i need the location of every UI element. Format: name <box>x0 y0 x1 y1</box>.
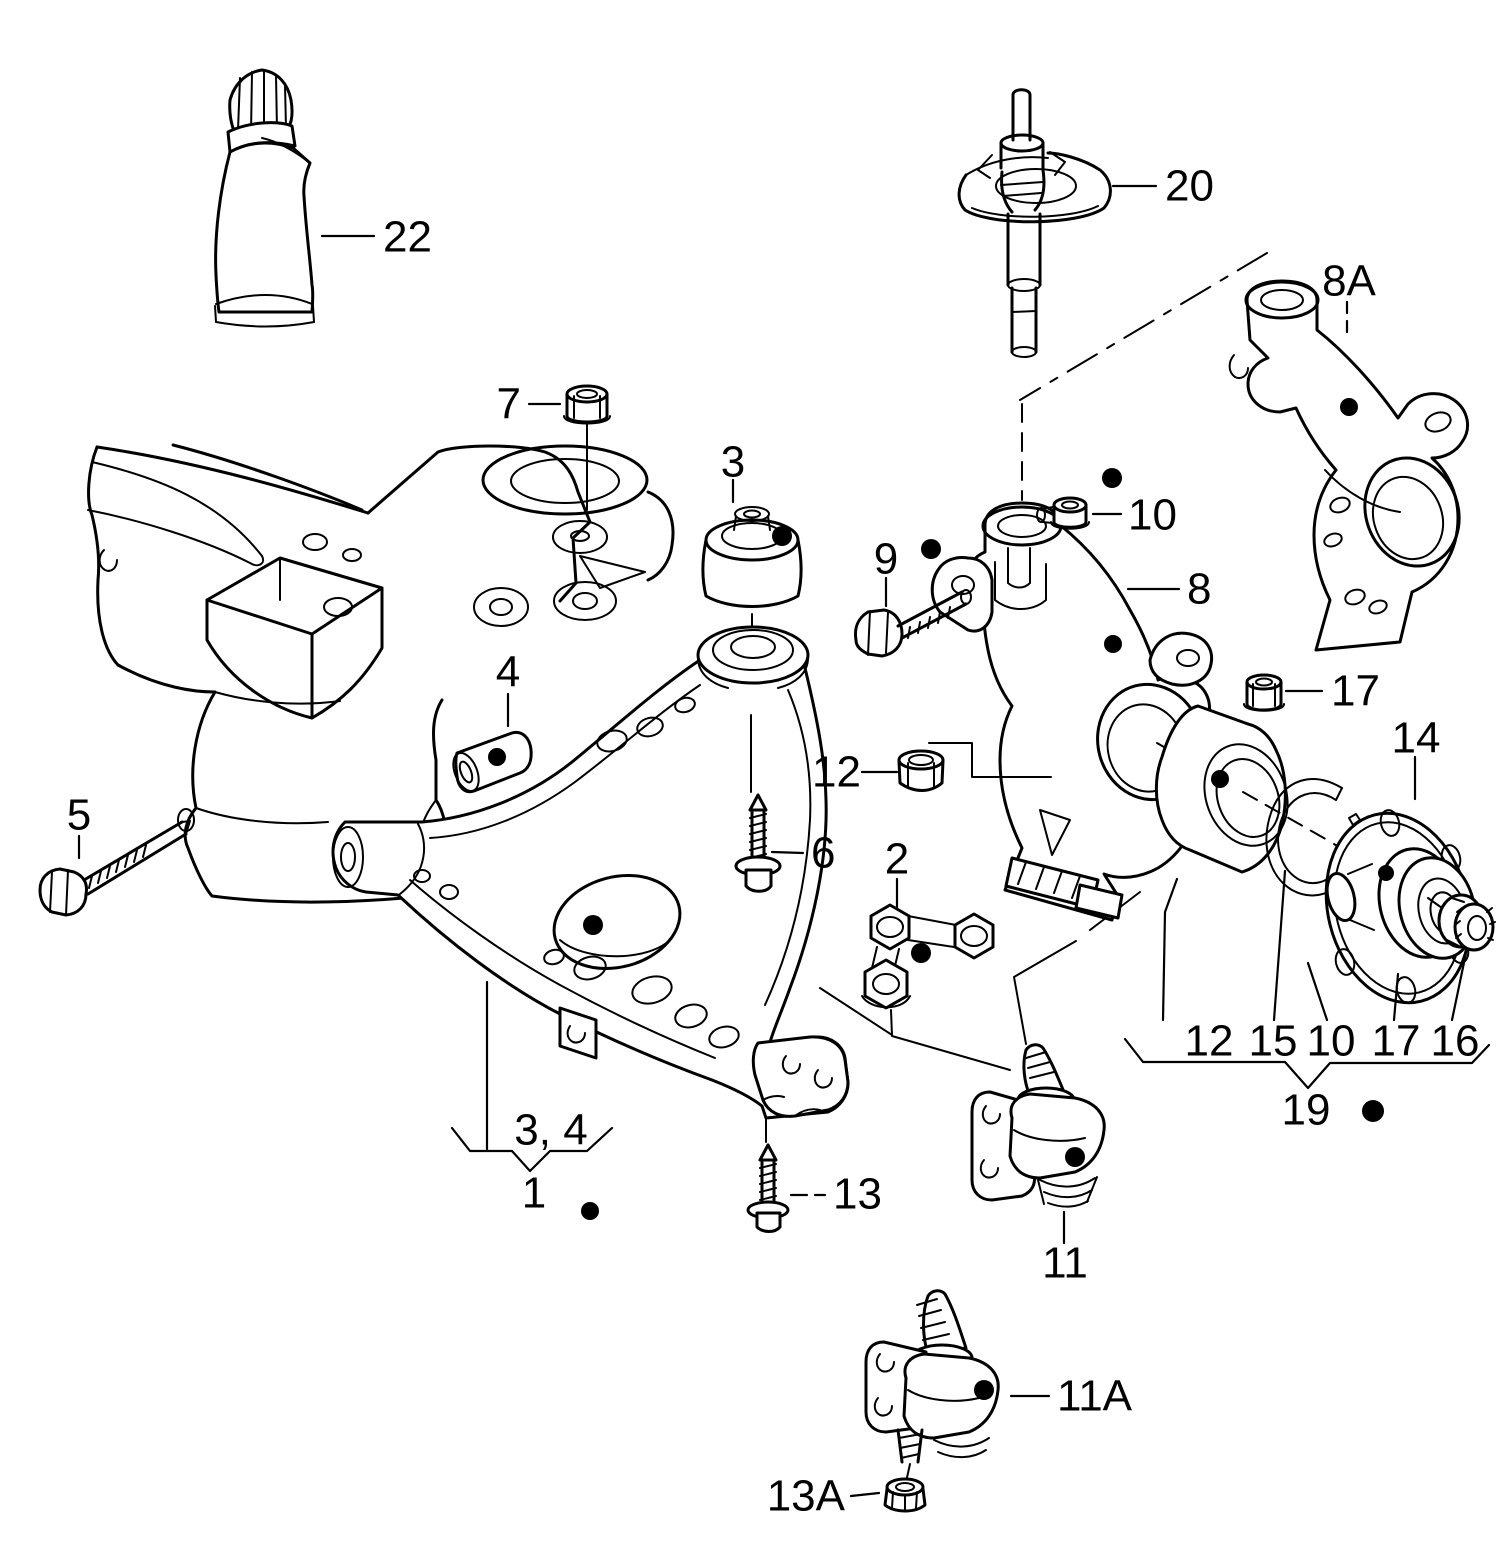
part-sleeve-4-drawing <box>452 730 533 794</box>
part-screw-6-drawing <box>734 714 782 893</box>
callout-labels: 22 7 3 20 8A 10 9 8 17 12 14 4 5 6 2 13 … <box>67 162 1480 1521</box>
callout-3-4: 3, 4 <box>514 1106 587 1155</box>
group-item-17: 17 <box>1372 1017 1421 1066</box>
callout-1: 1 <box>522 1169 546 1218</box>
part-nut-16-drawing <box>1437 893 1496 952</box>
part-screw-13-drawing <box>746 1117 790 1233</box>
assembly-guide-lines <box>819 252 1268 1071</box>
part-bushing-3-drawing <box>701 506 803 633</box>
callout-13: 13 <box>833 1170 882 1219</box>
callout-2: 2 <box>885 835 909 884</box>
group-item-16: 16 <box>1431 1017 1480 1066</box>
group-braces <box>450 1037 1491 1173</box>
part-balljoint-11a-drawing <box>864 1289 1000 1483</box>
part-control-arm-drawing <box>331 625 850 1120</box>
callout-5: 5 <box>67 791 91 840</box>
callout-6: 6 <box>811 829 835 878</box>
callout-12: 12 <box>812 748 861 797</box>
part-balljoint-11-drawing <box>970 1043 1106 1208</box>
callout-19: 19 <box>1282 1086 1331 1135</box>
part-knuckle-8a-drawing <box>1228 279 1470 652</box>
part-nut-13a-drawing <box>883 1477 927 1513</box>
callout-14: 14 <box>1392 714 1441 763</box>
callout-11: 11 <box>1042 1239 1088 1288</box>
part-lockplate-2-drawing <box>861 903 995 1010</box>
note-dots <box>488 398 1394 1400</box>
callout-17: 17 <box>1331 667 1380 716</box>
callout-3: 3 <box>721 438 745 487</box>
part-knuckle-8-drawing <box>930 501 1214 922</box>
part-nut-12-drawing <box>897 742 1052 792</box>
callout-11a: 11A <box>1057 1372 1133 1421</box>
callout-8a: 8A <box>1322 257 1376 306</box>
callout-8: 8 <box>1187 565 1211 614</box>
callout-7: 7 <box>497 380 521 429</box>
callout-9: 9 <box>874 535 898 584</box>
callout-22: 22 <box>383 213 432 262</box>
callout-13a: 13A <box>767 1472 846 1521</box>
part-subframe-drawing <box>87 443 675 904</box>
part-bolt-5-drawing <box>38 820 191 917</box>
callout-20: 20 <box>1165 162 1214 211</box>
group-item-10: 10 <box>1307 1017 1356 1066</box>
part-tube-drawing <box>214 68 315 328</box>
part-nut-7-drawing <box>563 384 611 511</box>
part-wheel-hub-drawing <box>1324 809 1477 1005</box>
part-bolt-9-drawing <box>854 589 972 658</box>
part-nut-10-drawing <box>1036 496 1090 530</box>
group-item-15: 15 <box>1249 1017 1298 1066</box>
callout-4: 4 <box>496 648 520 697</box>
part-nut-17-drawing <box>1243 673 1285 712</box>
part-strut-drawing <box>957 88 1112 358</box>
part-wheel-bearing-drawing <box>1154 704 1330 874</box>
leader-lines <box>77 184 1468 1498</box>
callout-10: 10 <box>1128 491 1177 540</box>
group-item-12: 12 <box>1185 1017 1234 1066</box>
